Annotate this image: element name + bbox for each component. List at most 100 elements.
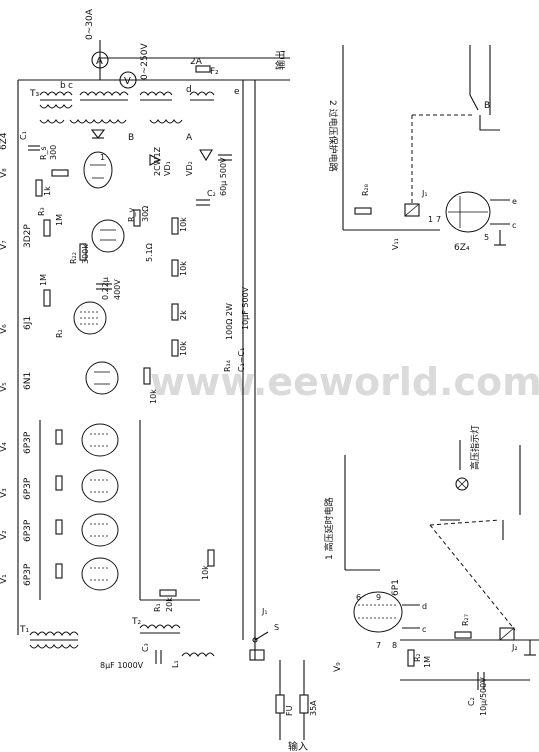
r10k-d: 10k <box>149 389 158 404</box>
v8-pin: 1 <box>100 153 105 162</box>
resistor-r1 <box>159 589 177 597</box>
delay-cap-val: 10μ/500V <box>479 677 488 716</box>
rv-val: 30Ω <box>141 206 150 222</box>
c-range: C₁~C₁ <box>237 348 246 372</box>
delay-cap-ref: C₂ <box>467 697 476 706</box>
v2-ref: V₂ <box>0 530 9 540</box>
v8-type: 6Z4 <box>0 132 9 150</box>
v6-type: 6J1 <box>23 316 33 330</box>
r2k: 2k <box>179 310 188 320</box>
c1-top: C₁ <box>19 131 28 140</box>
r22-ref: R₂₂ <box>69 252 78 264</box>
resistor-1k <box>35 179 43 197</box>
resistor-10k-a <box>171 217 179 235</box>
fuse-rating: 2A <box>190 57 203 67</box>
ammeter-symbol: A <box>96 56 103 67</box>
ov-tube-6z4 <box>445 191 491 233</box>
ov-title: 2 过电压保护电路 <box>327 100 339 172</box>
delay-relay-label: J₂ <box>511 643 518 652</box>
r10k-c: 10k <box>179 341 188 356</box>
ov-node-c: c <box>512 221 516 230</box>
delay-tube-6p1 <box>353 591 403 633</box>
delay-tube-type: 6P1 <box>391 579 401 596</box>
resistor-r2 <box>43 289 51 307</box>
v7-type: 3D2P <box>23 224 33 248</box>
node-b-top: b <box>60 81 66 91</box>
v4-ref: V₄ <box>0 442 9 452</box>
tube-v2 <box>81 513 119 547</box>
voltmeter-label: 0~250V <box>140 43 150 80</box>
delay-r1m <box>407 649 415 667</box>
transformer-t1: T₁ <box>19 625 79 649</box>
v6-ref: V₆ <box>0 324 9 334</box>
ov-resistor <box>354 207 372 215</box>
t1-label: T₁ <box>19 625 29 635</box>
rs-val: 300 <box>49 145 58 160</box>
vd2-ref: VD₂ <box>185 161 194 176</box>
resistor-r3 <box>43 219 51 237</box>
delay-tube-ref: V₉ <box>333 662 343 672</box>
r2-ref: R₂ <box>55 329 64 338</box>
fuse-f2-icon <box>195 65 211 73</box>
delay-circuit: 高压指示灯 1 高压延时电路 6 9 7 8 6P1 V₉ d c R₂₇ J₂… <box>323 425 539 716</box>
ammeter-label: 0~30A <box>85 8 95 40</box>
r1-ref: R₁ <box>153 603 162 612</box>
tube-v3 <box>81 469 119 503</box>
delay-pin9: 9 <box>376 593 381 602</box>
l1-ref: L₁ <box>171 660 180 668</box>
c8u-rating: 8μF 1000V <box>100 661 144 670</box>
cap-60u: 60μ 500V <box>219 157 228 196</box>
watermark: www.eeworld.com.cn <box>150 360 539 404</box>
hv-indicator-label: 高压指示灯 <box>469 425 481 470</box>
ov-tube-type: 6Z₄ <box>454 243 470 253</box>
node-c-top: c <box>68 81 73 91</box>
v4-type: 6P3P <box>23 431 33 454</box>
cap-c2-label: C₂ <box>207 189 216 198</box>
t3-label: T₃ <box>29 89 39 99</box>
relay-j1-box <box>249 649 265 661</box>
grid-resistor-3 <box>55 475 63 491</box>
delay-r27 <box>454 631 472 639</box>
voltmeter-symbol: V <box>124 76 131 87</box>
r22-val: 300k <box>81 244 90 264</box>
rv-ref: R_v <box>127 207 136 222</box>
t2-label: T₂ <box>131 617 141 627</box>
node-a: A <box>186 133 193 143</box>
resistor-2k <box>171 303 179 321</box>
zener-value: 2CW1Z <box>153 146 162 176</box>
r10k-b: 10k <box>179 261 188 276</box>
grid-resistor-2 <box>55 519 63 535</box>
tube-v7 <box>91 219 125 253</box>
node-b-up: B <box>128 133 134 143</box>
ov-relay-label: J₁ <box>421 189 428 198</box>
ov-r28: R₂₈ <box>361 184 370 196</box>
fuse-35a-icon <box>299 694 309 714</box>
fuse-ref: F₂ <box>210 67 219 77</box>
input-label: 输入 <box>288 740 308 752</box>
node-d-top: d <box>186 85 192 95</box>
delay-pin8: 8 <box>392 641 397 650</box>
switch-s-label: S <box>274 623 279 632</box>
resistor-10k-b <box>171 259 179 277</box>
v1-type: 6P3P <box>23 563 33 586</box>
node-e-top: e <box>234 87 240 97</box>
delay-pin6: 6 <box>356 593 361 602</box>
r10k-a: 10k <box>179 217 188 232</box>
grid-resistor-1 <box>55 563 63 579</box>
delay-pin7: 7 <box>376 641 381 650</box>
v1-ref: V₁ <box>0 574 9 584</box>
resistor-10k-c <box>171 339 179 357</box>
c-10uf: 10μF 500V <box>241 286 250 330</box>
r1k-val: 1k <box>43 186 52 196</box>
ov-pin7: 7 <box>436 215 441 224</box>
resistor-10k-e <box>207 549 215 567</box>
tube-v8: 1 <box>83 151 113 189</box>
r10k-e: 10k <box>201 565 210 580</box>
ov-relay-box <box>404 203 420 217</box>
ov-pin1: 1 <box>428 215 433 224</box>
overvoltage-circuit: B 2 过电压保护电路 R₂₈ J₁ 1 7 5 V₁₁ 6Z₄ e c <box>327 45 517 253</box>
ammeter-icon <box>91 51 109 69</box>
r51-val: 5.1Ω <box>145 243 154 262</box>
v5-type: 6N1 <box>23 372 33 390</box>
